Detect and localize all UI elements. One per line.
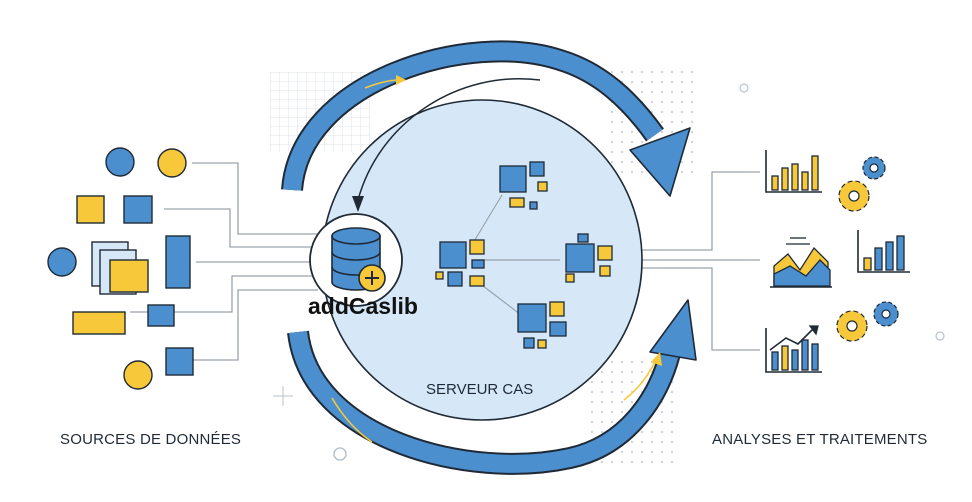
analyses-label: ANALYSES ET TRAITEMENTS (712, 431, 928, 448)
source-square-blue (123, 195, 153, 224)
gear-icon (836, 301, 899, 342)
bottom-cycle-arrow (287, 299, 697, 475)
return-arrow (352, 78, 541, 212)
server-node-top (499, 161, 548, 210)
server-node-left (435, 239, 485, 287)
bar-chart-icon (765, 150, 822, 193)
database-plus-icon (309, 213, 403, 307)
source-square-yellow (76, 195, 105, 224)
data-sources (47, 147, 194, 390)
sources-label: SOURCES DE DONNÉES (60, 431, 242, 448)
source-circle-blue-1 (105, 147, 135, 177)
server-network (435, 161, 613, 349)
top-cycle-arrow (281, 40, 691, 197)
source-circle-blue-2 (47, 247, 77, 277)
analysis-connectors (632, 171, 760, 351)
addcaslib-label: addCaslib (308, 293, 418, 319)
source-bar-vertical-blue (165, 235, 191, 289)
bar-chart-icon (857, 230, 910, 273)
source-circle-yellow-1 (157, 148, 187, 178)
server-node-right (565, 233, 613, 283)
trend-chart-icon (765, 325, 822, 373)
source-square-blue-2 (165, 347, 194, 376)
analyses-outputs (765, 150, 910, 373)
source-bar-horizontal-yellow (72, 311, 126, 335)
gear-icon (838, 156, 886, 212)
server-node-bottom (517, 301, 567, 349)
source-document-stack (91, 241, 149, 295)
cas-server-label: SERVEUR CAS (426, 381, 534, 398)
source-connectors (130, 162, 318, 361)
area-chart-icon (770, 237, 832, 288)
source-circle-yellow-2 (123, 360, 153, 390)
source-small-square-blue (147, 304, 175, 327)
